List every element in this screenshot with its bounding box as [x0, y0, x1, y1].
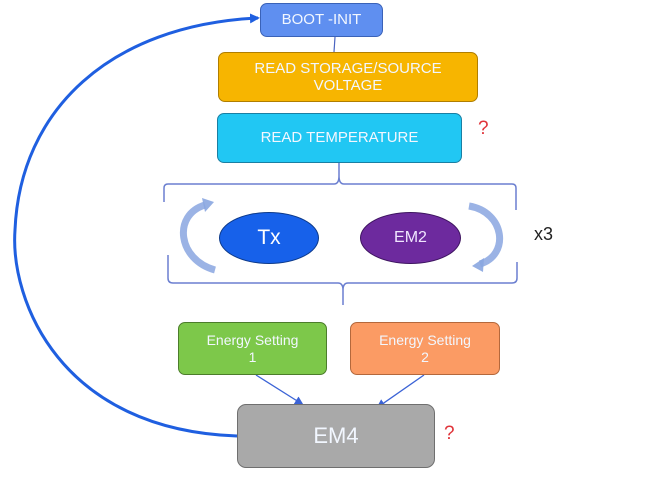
em4-node: EM4 [237, 404, 435, 468]
tx-node: Tx [219, 212, 319, 264]
energy-setting-1-node: Energy Setting 1 [178, 322, 327, 375]
em2-label: EM2 [394, 229, 427, 246]
read-storage-voltage-node: READ STORAGE/SOURCE VOLTAGE [218, 52, 478, 102]
es2-to-em4-arrow [376, 374, 425, 409]
top-brace [163, 163, 517, 210]
energy-setting-1-label-line1: Energy Setting [206, 332, 299, 349]
boot-init-node: BOOT -INIT [260, 3, 383, 37]
energy-setting-2-label-line1: Energy Setting [379, 332, 471, 349]
cycle-arrow-left-icon [179, 198, 217, 274]
temperature-question-mark: ? [478, 118, 489, 139]
em4-label: EM4 [313, 423, 359, 449]
energy-setting-2-label-line2: 2 [421, 348, 429, 365]
read-storage-label-line2: VOLTAGE [313, 77, 383, 94]
bottom-brace [167, 255, 518, 305]
em2-node: EM2 [360, 212, 461, 264]
em4-question-mark: ? [444, 423, 455, 444]
read-temperature-label: READ TEMPERATURE [260, 129, 419, 147]
loop-count-label: x3 [534, 224, 554, 244]
boot-init-label: BOOT -INIT [281, 11, 362, 29]
boot-storage-connector [333, 36, 336, 53]
energy-setting-1-label-line2: 1 [248, 348, 257, 365]
read-storage-label-line1: READ STORAGE/SOURCE [254, 59, 442, 77]
cycle-arrow-right-icon [468, 202, 504, 272]
energy-setting-2-node: Energy Setting 2 [350, 322, 500, 375]
loop-back-arrow [13, 13, 260, 438]
es1-to-em4-arrow [255, 374, 304, 406]
read-temperature-node: READ TEMPERATURE [217, 113, 462, 163]
tx-label: Tx [257, 226, 281, 249]
